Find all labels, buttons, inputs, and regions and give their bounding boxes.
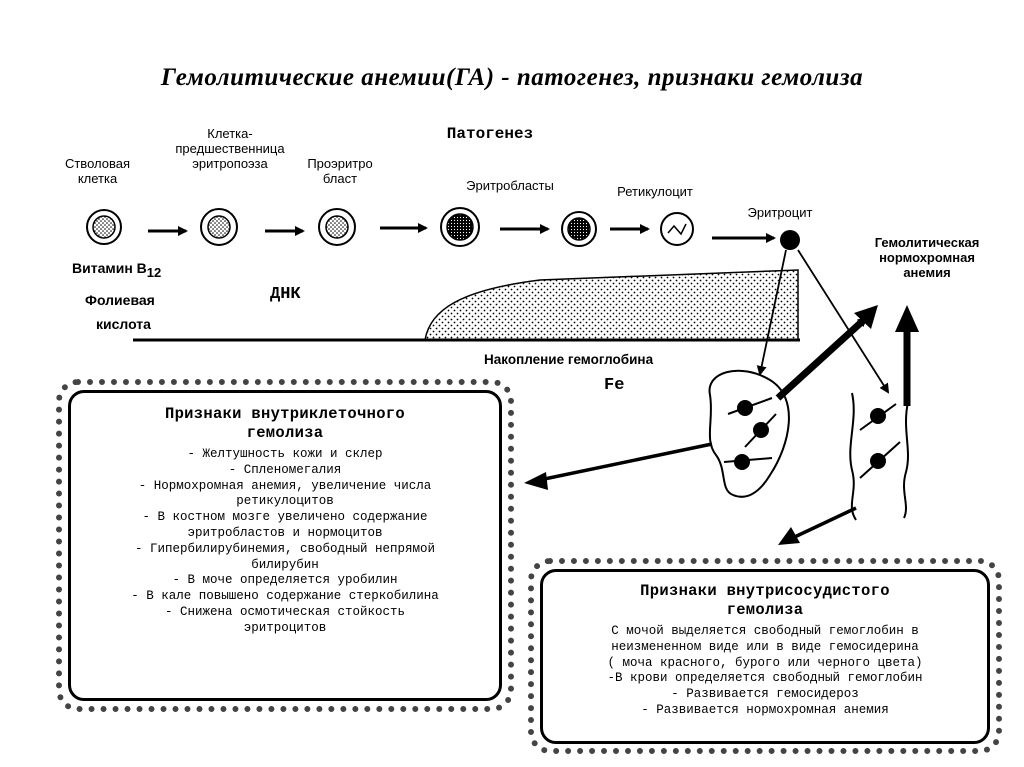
erythroblasts-label: Эритробласты — [466, 178, 554, 193]
folic-acid-label-line-2: кислота — [96, 316, 151, 332]
vitamin-b12-subscript: 12 — [146, 265, 162, 280]
thick-arrow-head-1 — [854, 305, 878, 329]
reticulocyte-cell — [660, 212, 694, 246]
hemolytic-anemia-label: Гемолитическая нормохромная анемия — [836, 235, 1018, 280]
progenitor-label-line-3: эритропоэза — [192, 156, 268, 171]
anemia-label-line-1: Гемолитическая — [874, 235, 980, 250]
spleen-cells — [723, 397, 777, 470]
list-item: неизмененном виде или в виде гемосидерин… — [611, 639, 919, 654]
spleen-shape — [708, 369, 790, 498]
list-item: ( моча красного, бурого или черного цвет… — [607, 655, 923, 670]
dna-label: ДНК — [270, 285, 301, 304]
arrow-to-spleen — [756, 249, 787, 376]
arrow-to-vessel — [797, 249, 890, 394]
list-item: эритроцитов — [243, 620, 327, 635]
stem-cell-label-line-2: клетка — [77, 171, 118, 186]
list-item: - В костном мозге увеличено содержание — [142, 510, 428, 525]
vitamin-b12-label: Витамин B12 — [72, 260, 161, 280]
list-item: билирубин — [251, 557, 319, 572]
intracellular-title-line-2: гемолиза — [246, 424, 324, 442]
erythrocyte-label: Эритроцит — [747, 205, 813, 220]
reticulocyte-label: Ретикулоцит — [617, 184, 693, 199]
list-item: - Гипербилирубинемия, свободный непрямой — [134, 541, 436, 556]
page-title: Гемолитические анемии(ГА) - патогенез, п… — [160, 64, 864, 91]
intracellular-box-frame — [56, 379, 514, 712]
intravascular-title-line-1: Признаки внутрисосудистого — [640, 582, 890, 600]
list-item: - Нормохромная анемия, увеличение числа — [138, 478, 432, 493]
list-item: - Снижена осмотическая стойкость — [164, 604, 406, 619]
vessel-cells — [859, 403, 901, 479]
arrow-to-intracellular-box — [529, 442, 713, 484]
list-item: эритробластов и нормоцитов — [187, 525, 383, 540]
hemoglobin-accumulation-area — [424, 269, 799, 341]
vitamin-b12-text: Витамин B — [72, 260, 147, 276]
list-item: С мочой выделяется свободный гемоглобин … — [611, 624, 919, 638]
folic-acid-label-line-1: Фолиевая — [85, 292, 155, 308]
intracellular-signs-list: - Желтушность кожи и склер - Спленомегал… — [79, 447, 491, 637]
stem-cell-label-line-1: Стволовая — [64, 156, 131, 171]
vessel-wall-left — [849, 392, 857, 521]
progenitor-cell — [200, 208, 238, 246]
thick-arrow-head-2 — [895, 305, 919, 332]
list-item: -В крови определяется свободный гемоглоб… — [607, 671, 923, 686]
intracellular-title: Признаки внутриклеточного гемолиза — [79, 405, 491, 443]
progenitor-label-line-2: предшественница — [175, 141, 285, 156]
intravascular-hemolysis-box: Признаки внутрисосудистого гемолиза С мо… — [540, 569, 990, 744]
intravascular-title: Признаки внутрисосудистого гемолиза — [549, 582, 981, 620]
list-item: ретикулоцитов — [236, 494, 334, 509]
intravascular-box-frame — [528, 558, 1002, 754]
proerythroblast-label-line-1: Проэритро — [307, 156, 373, 171]
progenitor-label: Клетка- предшественница эритропоэза — [150, 126, 310, 171]
arrow-head-intracellular — [524, 472, 548, 490]
fe-label: Fe — [604, 376, 625, 395]
erythroblast-cell-2 — [561, 211, 597, 247]
list-item: - Развивается нормохромная анемия — [641, 702, 889, 717]
intravascular-title-line-2: гемолиза — [726, 601, 804, 619]
intracellular-hemolysis-box: Признаки внутриклеточного гемолиза - Жел… — [68, 390, 502, 701]
list-item: - Развивается гемосидероз — [671, 687, 859, 702]
anemia-label-line-3: анемия — [903, 265, 951, 280]
anemia-label-line-2: нормохромная — [879, 250, 975, 265]
thick-arrow-spleen-to-anemia — [775, 315, 869, 401]
arrow-head-intravascular — [778, 527, 800, 545]
list-item: - Желтушность кожи и склер — [187, 447, 383, 461]
proerythroblast-label: Проэритро бласт — [295, 156, 385, 186]
vessel-wall-right — [903, 401, 909, 519]
intracellular-title-line-1: Признаки внутриклеточного — [164, 405, 406, 423]
list-item: - В моче определяется уробилин — [172, 573, 398, 588]
erythrocyte-cell — [780, 230, 800, 250]
list-item: - Спленомегалия — [228, 462, 342, 477]
intravascular-signs-list: С мочой выделяется свободный гемоглобин … — [549, 624, 981, 719]
proerythroblast-cell — [318, 208, 356, 246]
stem-cell — [86, 209, 122, 245]
list-item: - В кале повышено содержание стеркобилин… — [131, 589, 439, 604]
pathogenesis-label: Патогенез — [446, 125, 534, 143]
progenitor-label-line-1: Клетка- — [207, 126, 253, 141]
proerythroblast-label-line-2: бласт — [322, 171, 358, 186]
erythroblast-cell-1 — [440, 207, 480, 247]
hemoglobin-accumulation-label: Накопление гемоглобина — [484, 352, 654, 367]
stem-cell-label: Стволовая клетка — [30, 156, 165, 186]
